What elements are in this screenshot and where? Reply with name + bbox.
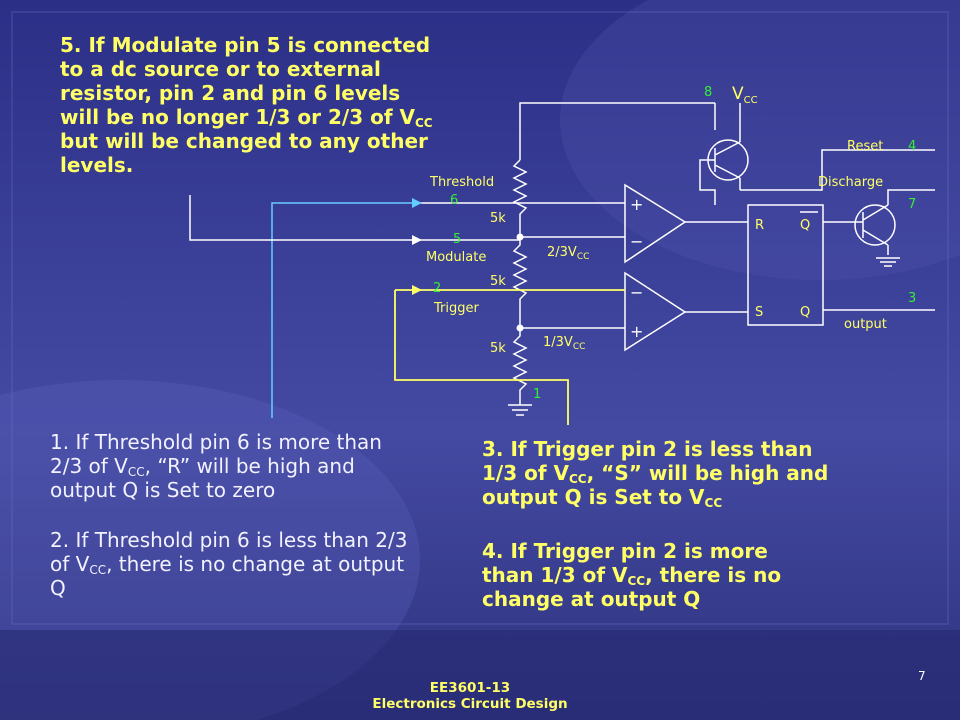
note-modulate: 5. If Modulate pin 5 is connected to a d… bbox=[60, 33, 433, 177]
flip-flop-box bbox=[747, 204, 824, 326]
comp2-plus: + bbox=[630, 322, 643, 341]
resistor-r1-label: 5k bbox=[490, 211, 506, 226]
reset-label: Reset bbox=[847, 139, 883, 154]
ref-2-3-label: 2/3VCC bbox=[547, 245, 589, 262]
trigger-label: Trigger bbox=[433, 301, 479, 316]
modulate-label: Modulate bbox=[426, 250, 486, 265]
pin-7: 7 bbox=[908, 197, 916, 212]
resistor-r3-label: 5k bbox=[490, 341, 506, 356]
comparator-lower bbox=[624, 271, 687, 352]
ff-q1-label: Q bbox=[800, 218, 810, 233]
ff-q2-label: Q bbox=[800, 305, 810, 320]
comparator-upper bbox=[624, 183, 687, 264]
trigger-feedback-wire bbox=[394, 290, 569, 425]
note-trigger-less: 3. If Trigger pin 2 is less than 1/3 of … bbox=[482, 437, 829, 510]
pin-6: 6 bbox=[450, 193, 458, 208]
pin-5: 5 bbox=[453, 232, 461, 247]
threshold-label: Threshold bbox=[429, 175, 494, 190]
page-number: 7 bbox=[918, 669, 926, 683]
resistor-r3 bbox=[512, 328, 528, 405]
resistor-r1 bbox=[512, 159, 528, 237]
pin-8: 8 bbox=[704, 85, 712, 100]
note-threshold-less: 2. If Threshold pin 6 is less than 2/3 o… bbox=[50, 528, 408, 600]
ground-symbol bbox=[508, 404, 532, 416]
pin-1: 1 bbox=[533, 387, 541, 402]
pin-2: 2 bbox=[433, 281, 441, 296]
comp1-plus: + bbox=[630, 195, 643, 214]
comp1-minus: − bbox=[630, 232, 643, 251]
note-threshold-more: 1. If Threshold pin 6 is more than 2/3 o… bbox=[50, 430, 382, 502]
resistor-r2 bbox=[512, 237, 528, 328]
ref-1-3-label: 1/3VCC bbox=[543, 335, 585, 352]
modulate-note-wire bbox=[189, 195, 420, 241]
resistor-r2-label: 5k bbox=[490, 274, 506, 289]
vcc-label: VCC bbox=[732, 84, 758, 106]
note-trigger-more: 4. If Trigger pin 2 is more than 1/3 of … bbox=[482, 539, 782, 611]
footer: EE3601-13 Electronics Circuit Design bbox=[330, 680, 610, 712]
vcc-rail-wire bbox=[519, 102, 715, 160]
discharge-label: Discharge bbox=[818, 175, 883, 190]
transistor-discharge bbox=[854, 204, 896, 246]
ff-s-label: S bbox=[755, 305, 763, 320]
threshold-feedback-wire bbox=[271, 202, 420, 418]
course-code: EE3601-13 bbox=[429, 680, 511, 696]
pin-4: 4 bbox=[908, 139, 916, 154]
comp2-minus: − bbox=[630, 283, 643, 302]
modulate-wire bbox=[420, 236, 625, 241]
pin-3: 3 bbox=[908, 291, 916, 306]
ff-r-label: R bbox=[755, 218, 764, 233]
output-label: output bbox=[844, 317, 887, 332]
course-name: Electronics Circuit Design bbox=[372, 696, 568, 712]
